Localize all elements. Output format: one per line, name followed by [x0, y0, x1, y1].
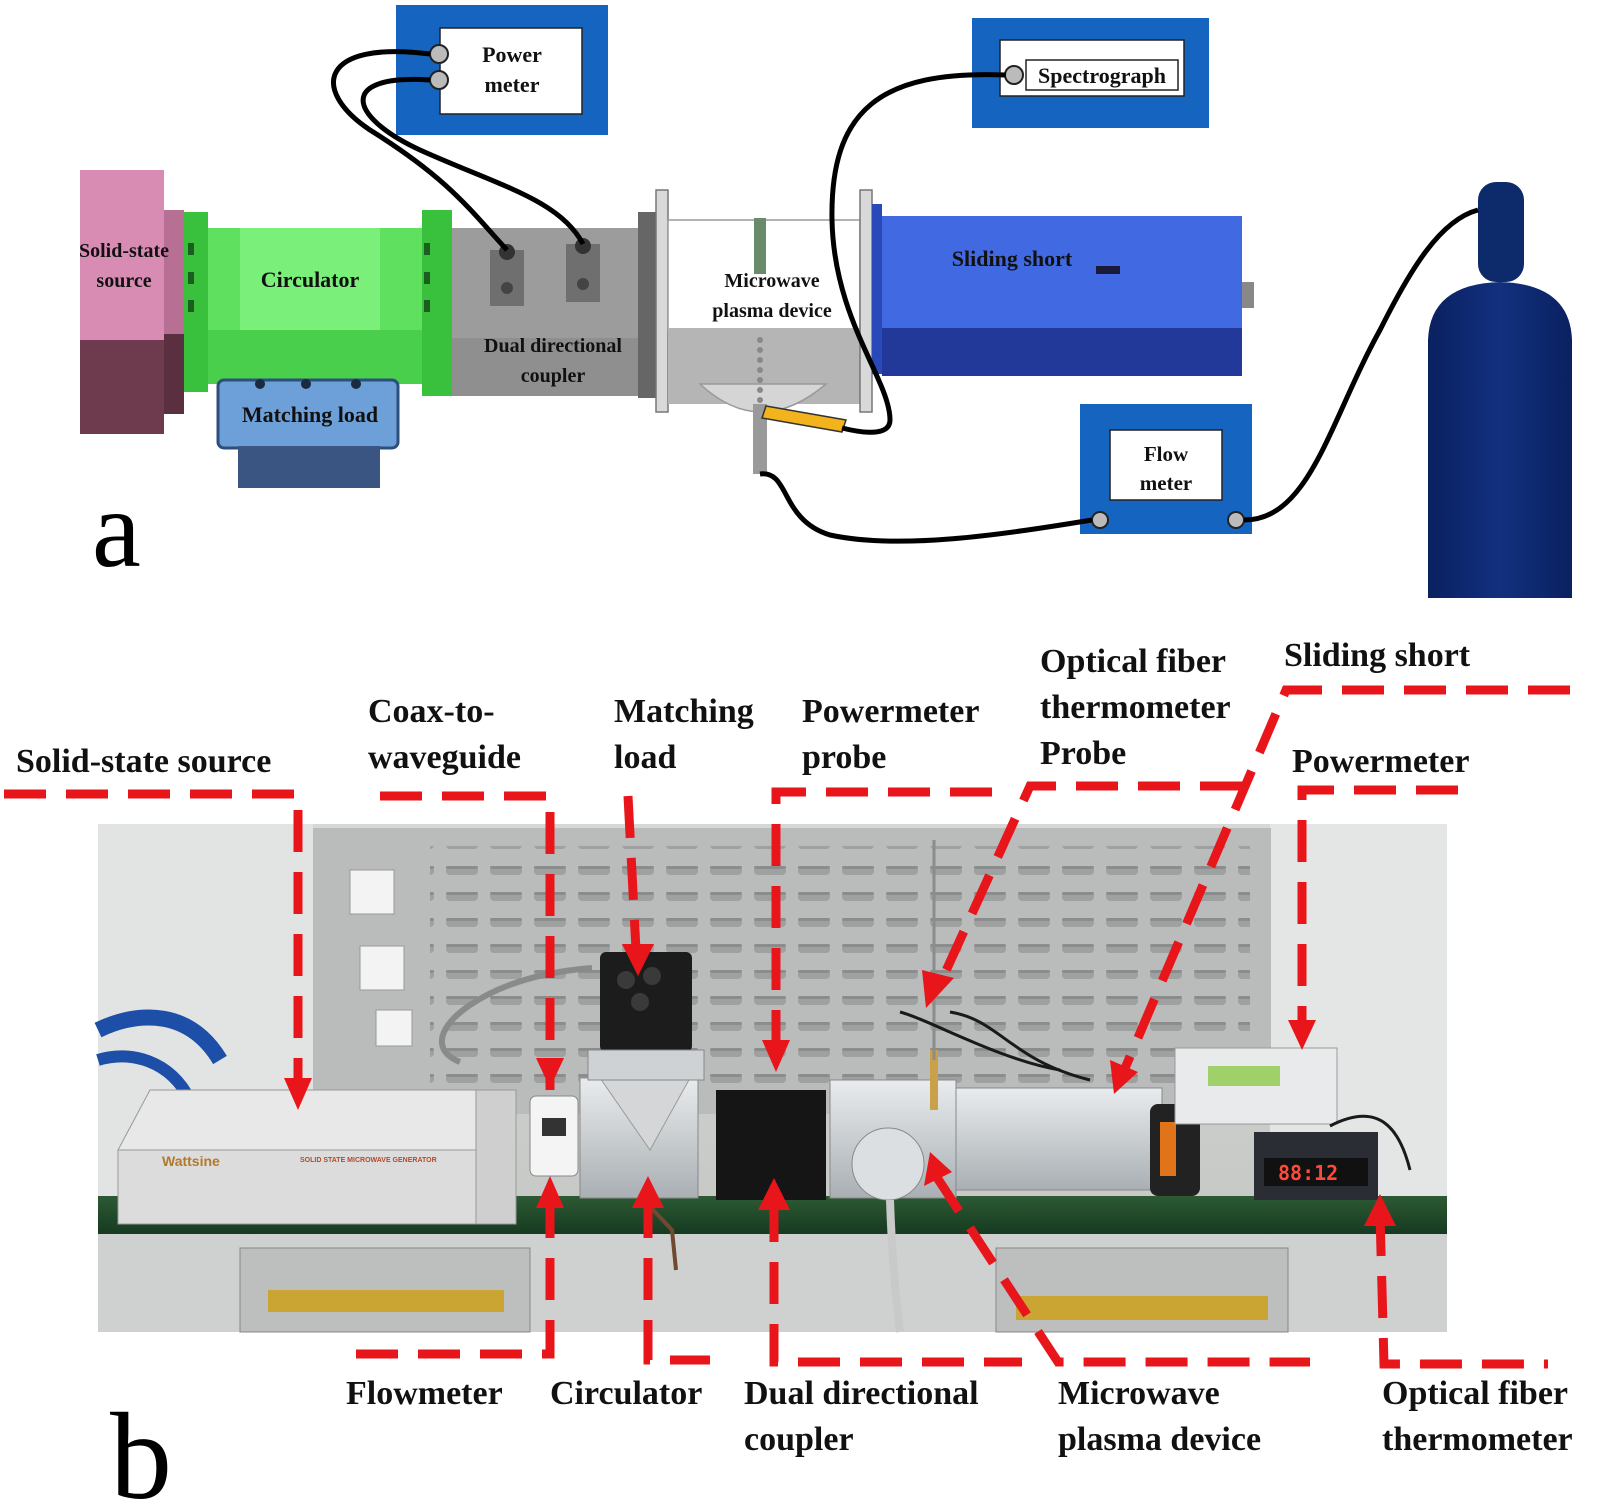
dual-coupler-label-2: coupler [521, 365, 586, 387]
solid-state-source-block: Solid-state source [79, 170, 184, 434]
port-icon [429, 44, 449, 64]
microwave-label-2: plasma device [712, 300, 832, 322]
label-matching-2: load [614, 739, 676, 776]
gas-cylinder-icon [1428, 182, 1572, 598]
label-fiber-2: thermometer [1382, 1421, 1573, 1458]
flow-meter-label-1: Flow [1144, 442, 1189, 466]
label-fiber-probe-2: thermometer [1040, 689, 1231, 726]
cables [331, 49, 1479, 544]
microwave-plasma-device-block: Microwave plasma device [655, 189, 873, 474]
dual-coupler-block: Dual directional coupler [452, 212, 656, 398]
panel-b-letter: b [110, 1388, 172, 1509]
flow-meter-label-2: meter [1140, 471, 1192, 495]
label-fiber-1: Optical fiber [1382, 1375, 1568, 1412]
solid-state-label-2: source [96, 270, 151, 292]
label-fiber-probe-3: Probe [1040, 735, 1126, 772]
matching-load-label: Matching load [242, 402, 378, 427]
flow-meter-box: Flow meter [1080, 404, 1252, 534]
label-fiber-probe-1: Optical fiber [1040, 643, 1226, 680]
solid-state-label-1: Solid-state [79, 240, 169, 262]
dual-coupler-label-1: Dual directional [484, 335, 622, 357]
port-icon [1091, 511, 1109, 529]
label-solid-state-source: Solid-state source [16, 743, 271, 780]
label-probe-2: probe [802, 739, 886, 776]
panel-a-letter: a [92, 468, 141, 590]
arrow-down-icon [1288, 1020, 1316, 1050]
spectrograph-label: Spectrograph [1038, 63, 1166, 88]
photo-brand-text: Wattsine [162, 1153, 220, 1169]
circulator-block: Circulator [184, 210, 452, 396]
port-icon [1227, 511, 1245, 529]
spectrograph-box: Spectrograph [972, 18, 1209, 128]
sliding-short-block: Sliding short [872, 204, 1254, 376]
label-coax-1: Coax-to- [368, 693, 495, 730]
label-dual-2: coupler [744, 1421, 854, 1458]
arrow-down-icon [622, 944, 654, 976]
panel-b: Wattsine SOLID STATE MICROWAVE GENERATOR [4, 637, 1573, 1509]
arrow-down-icon [922, 970, 954, 1008]
port-icon [429, 70, 449, 90]
power-meter-box: Power meter [396, 5, 608, 135]
label-dual-1: Dual directional [744, 1375, 979, 1412]
microwave-label-1: Microwave [724, 270, 819, 292]
port-icon [1004, 65, 1024, 85]
power-meter-label-1: Power [482, 42, 542, 67]
arrow-up-icon [1364, 1194, 1396, 1226]
label-flowmeter: Flowmeter [346, 1375, 503, 1412]
label-sliding-short: Sliding short [1284, 637, 1471, 674]
top-labels: Solid-state source Coax-to- waveguide Ma… [16, 637, 1471, 780]
label-matching-1: Matching [614, 693, 754, 730]
label-microwave-2: plasma device [1058, 1421, 1261, 1458]
arrow-down-icon [536, 1058, 564, 1088]
arrow-down-icon [284, 1078, 312, 1110]
bottom-labels: Flowmeter Circulator Dual directional co… [346, 1375, 1573, 1458]
label-powermeter: Powermeter [1292, 743, 1469, 780]
arrow-up-icon [758, 1178, 790, 1210]
label-circulator: Circulator [550, 1375, 702, 1412]
arrow-up-icon [536, 1176, 564, 1208]
sliding-short-label-a: Sliding short [952, 246, 1073, 271]
label-microwave-1: Microwave [1058, 1375, 1220, 1412]
callout-arrowheads [284, 944, 1396, 1226]
power-meter-label-2: meter [485, 72, 540, 97]
callout-lines-bottom [346, 1173, 1548, 1369]
panel-a: Power meter Spectrograph Solid-state sou… [79, 5, 1572, 598]
arrow-up-icon [632, 1176, 664, 1208]
callout-lines-top [4, 685, 1570, 1094]
matching-load-block: Matching load [216, 378, 400, 488]
arrow-down-icon [1110, 1060, 1138, 1094]
photo-display-readout: 88:12 [1278, 1161, 1338, 1185]
arrow-down-icon [762, 1040, 790, 1072]
label-probe-1: Powermeter [802, 693, 979, 730]
photo-generator-text: SOLID STATE MICROWAVE GENERATOR [300, 1157, 437, 1164]
label-coax-2: waveguide [368, 739, 521, 776]
arrow-up-icon [924, 1152, 952, 1186]
circulator-label-a: Circulator [261, 267, 360, 292]
